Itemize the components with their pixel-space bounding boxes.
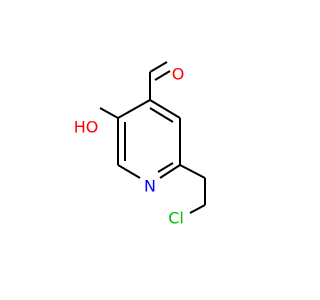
bond-c2-ch2: [179, 164, 206, 179]
bond-c3-c4-double-outer: [149, 99, 181, 119]
ring-nitrogen-label: N: [144, 177, 156, 196]
bond-ch2-cl-end: [189, 204, 206, 214]
bond-c4-c5: [117, 99, 151, 119]
bond-n1-c2-double-outer: [159, 164, 181, 179]
bond-c5-oh: [99, 107, 119, 119]
bond-n1-c2-double-inner: [157, 162, 174, 173]
bond-aldehyde-c-to-o-inner: [154, 70, 171, 81]
bond-aldehyde-c-to-o-outer: [149, 61, 168, 73]
bond-c6-n1: [117, 164, 141, 179]
hydroxyl-label: HO: [74, 118, 99, 137]
aldehyde-oxygen-label: O: [172, 65, 185, 84]
bond-c3-c4-double-inner: [149, 107, 174, 123]
chlorine-label: Cl: [168, 209, 184, 228]
molecule-structure: O HO N Cl: [74, 61, 206, 228]
